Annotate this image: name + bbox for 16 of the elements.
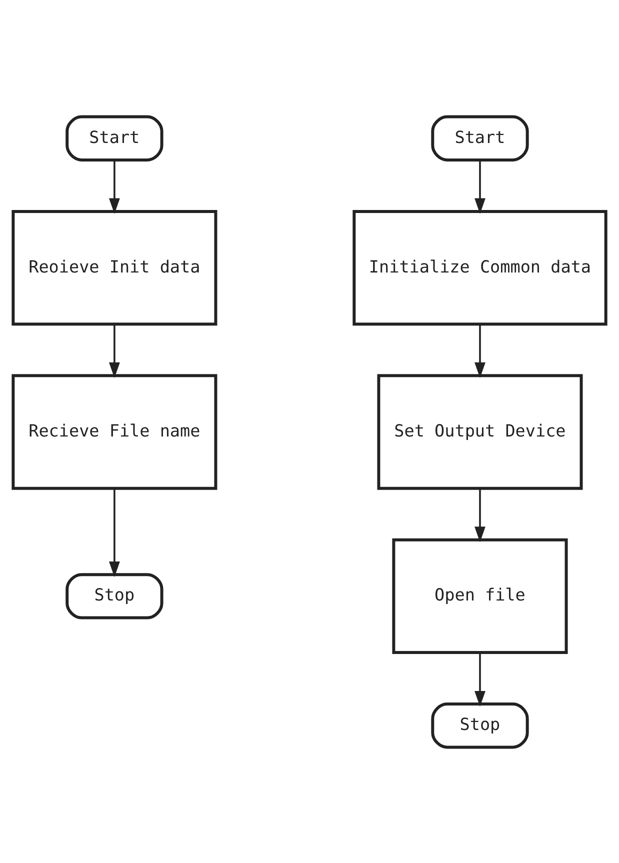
node-box: Stop: [66, 572, 164, 619]
node-box: Set Output Device: [377, 374, 583, 490]
node-box: Start: [66, 114, 164, 161]
arrow: [474, 159, 486, 214]
arrow: [108, 324, 120, 378]
arrow: [474, 652, 486, 706]
node-box: Open file: [392, 538, 568, 654]
node-box: Initialize Common data: [352, 209, 608, 326]
arrow: [108, 159, 120, 214]
arrow: [474, 488, 486, 542]
node-box: Start: [431, 114, 529, 161]
arrow: [108, 488, 120, 577]
node-box: Recieve File name: [12, 374, 218, 490]
node-box: Reoieve Init data: [12, 209, 218, 326]
node-box: Stop: [431, 702, 529, 748]
arrow: [474, 324, 486, 378]
